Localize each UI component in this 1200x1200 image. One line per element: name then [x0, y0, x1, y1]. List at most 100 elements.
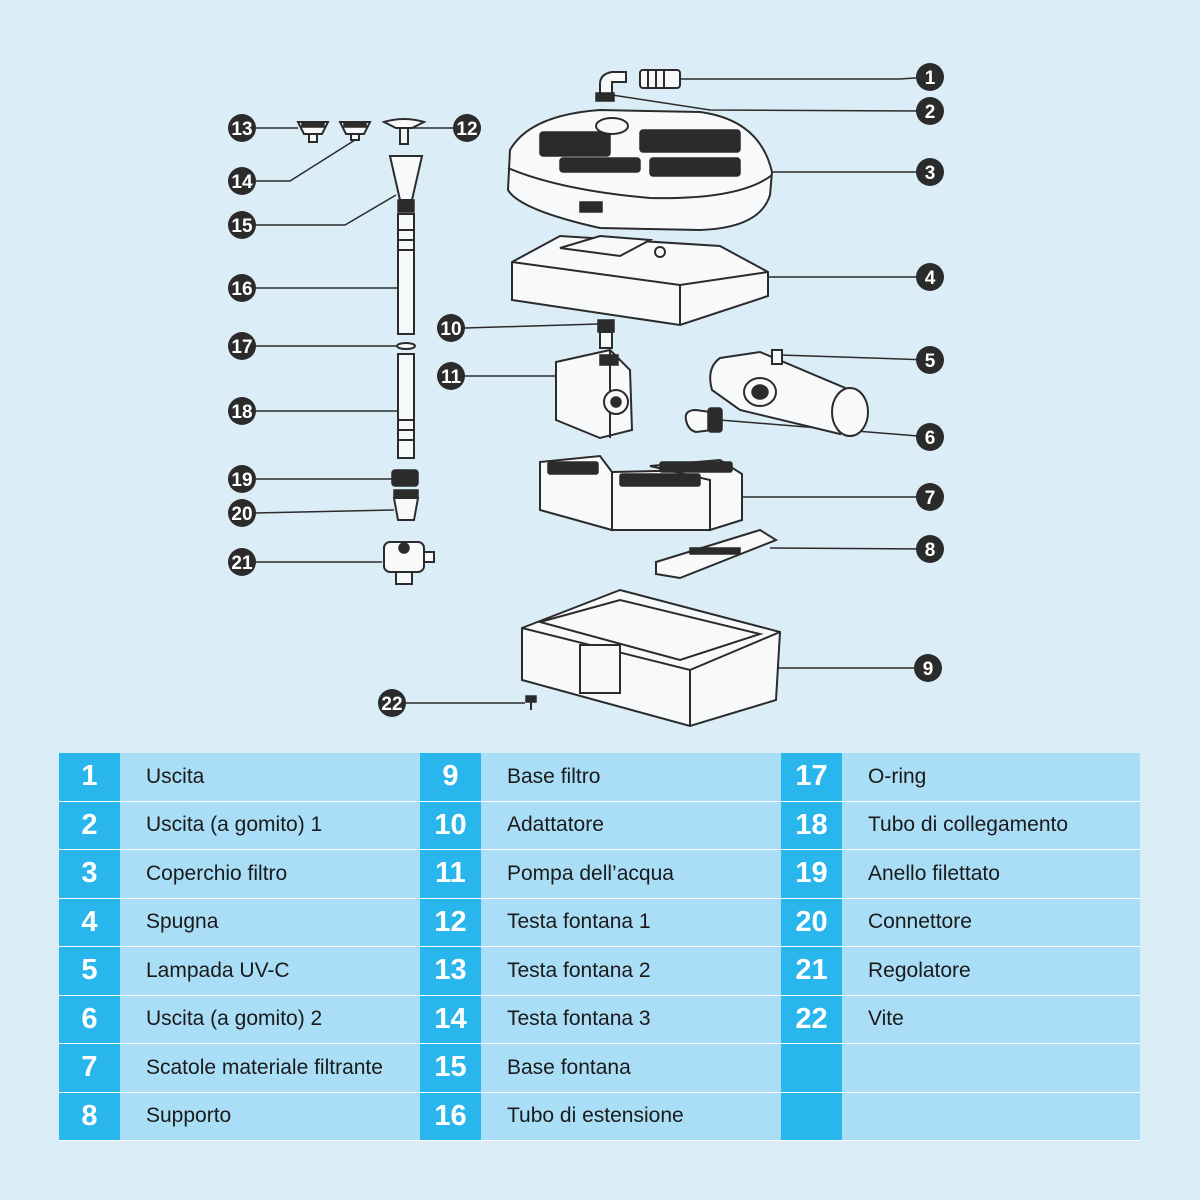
elbow-outlet-2-part — [684, 407, 723, 434]
svg-text:16: 16 — [231, 279, 252, 300]
legend-number: 4 — [59, 898, 120, 947]
legend-label: Testa fontana 2 — [481, 947, 781, 996]
legend-number: 15 — [420, 1044, 481, 1093]
svg-text:17: 17 — [231, 337, 252, 358]
callout-10: 10 — [437, 314, 465, 342]
legend-label: Tubo di estensione — [481, 1092, 781, 1141]
fountain-head-1-part — [381, 118, 427, 145]
legend-label: Pompa dell’acqua — [481, 850, 781, 899]
svg-text:10: 10 — [440, 319, 461, 340]
fountain-base-part — [388, 155, 424, 213]
svg-text:1: 1 — [925, 68, 936, 89]
svg-text:19: 19 — [231, 470, 252, 491]
callout-9: 9 — [914, 654, 942, 682]
callout-6: 6 — [916, 423, 944, 451]
leader-1 — [680, 76, 931, 80]
leader-14 — [255, 139, 356, 182]
uvc-lamp-part — [709, 349, 869, 437]
svg-text:6: 6 — [925, 428, 936, 449]
svg-text:14: 14 — [231, 172, 253, 193]
legend-label: Testa fontana 3 — [481, 995, 781, 1044]
legend-number: 22 — [781, 995, 842, 1044]
legend-label: Scatole materiale filtrante — [120, 1044, 420, 1093]
water-pump-part — [555, 348, 634, 440]
callout-15: 15 — [228, 211, 256, 239]
svg-text:21: 21 — [231, 553, 253, 574]
legend-label-empty — [842, 1092, 1140, 1141]
legend-label: Spugna — [120, 898, 420, 947]
callout-3: 3 — [916, 158, 944, 186]
legend-number: 21 — [781, 947, 842, 996]
legend-number: 12 — [420, 898, 481, 947]
legend-label: Regolatore — [842, 947, 1140, 996]
connector-part — [392, 489, 420, 521]
filter-cover-part — [506, 108, 774, 232]
legend-label: Vite — [842, 995, 1140, 1044]
fountain-head-3-part — [338, 121, 372, 141]
adapter-part — [597, 319, 615, 349]
legend-number: 3 — [59, 850, 120, 899]
svg-text:12: 12 — [456, 119, 477, 140]
callout-13: 13 — [228, 114, 256, 142]
legend-number: 19 — [781, 850, 842, 899]
legend-label: Uscita — [120, 753, 420, 802]
legend-number: 20 — [781, 898, 842, 947]
legend-number-empty — [781, 1092, 842, 1141]
screw-part — [525, 695, 537, 710]
legend-label: Lampada UV-C — [120, 947, 420, 996]
filter-media-boxes-part — [539, 454, 743, 532]
legend-number: 6 — [59, 995, 120, 1044]
svg-text:15: 15 — [231, 216, 253, 237]
legend-number: 11 — [420, 850, 481, 899]
extension-tube-part — [397, 213, 415, 335]
callout-19: 19 — [228, 465, 256, 493]
callout-7: 7 — [916, 483, 944, 511]
callout-5: 5 — [916, 346, 944, 374]
svg-text:22: 22 — [381, 694, 402, 715]
legend-label: Coperchio filtro — [120, 850, 420, 899]
regulator-part — [383, 541, 435, 585]
parts-legend-table: 1 Uscita 9 Base filtro 17 O-ring 2 Uscit… — [59, 753, 1140, 1141]
legend-number: 17 — [781, 753, 842, 802]
sponge-part — [511, 234, 769, 327]
legend-number: 14 — [420, 995, 481, 1044]
elbow-outlet-part — [595, 71, 627, 102]
callout-1: 1 — [916, 63, 944, 91]
callout-14: 14 — [228, 167, 256, 195]
legend-label: Supporto — [120, 1092, 420, 1141]
support-part — [655, 528, 779, 580]
legend-label: Uscita (a gomito) 1 — [120, 801, 420, 850]
svg-text:5: 5 — [925, 351, 936, 372]
legend-number: 2 — [59, 801, 120, 850]
callout-2: 2 — [916, 97, 944, 125]
exploded-view-diagram: 1 2 3 4 5 6 7 8 9 10 11 12 13 14 15 16 1… — [228, 63, 944, 728]
legend-label: Uscita (a gomito) 2 — [120, 995, 420, 1044]
leader-15 — [255, 194, 397, 226]
legend-label: Connettore — [842, 898, 1140, 947]
callout-8: 8 — [916, 535, 944, 563]
callout-4: 4 — [916, 263, 944, 291]
leader-10 — [464, 323, 599, 329]
connection-tube-part — [397, 353, 415, 459]
leader-5 — [779, 354, 931, 361]
outlet-part — [639, 69, 681, 89]
svg-text:4: 4 — [925, 268, 936, 289]
legend-label: Base filtro — [481, 753, 781, 802]
parts — [296, 69, 869, 728]
callout-22: 22 — [378, 689, 406, 717]
threaded-ring-part — [391, 469, 419, 487]
o-ring-part — [396, 342, 416, 350]
legend-number: 9 — [420, 753, 481, 802]
svg-text:8: 8 — [925, 540, 936, 561]
legend-label: Tubo di collegamento — [842, 801, 1140, 850]
callout-11: 11 — [437, 362, 465, 390]
legend-number: 16 — [420, 1092, 481, 1141]
svg-text:9: 9 — [923, 659, 934, 680]
svg-text:20: 20 — [231, 504, 252, 525]
fountain-head-2-part — [296, 121, 330, 143]
callout-16: 16 — [228, 274, 256, 302]
legend-number: 1 — [59, 753, 120, 802]
filter-base-part — [521, 588, 782, 728]
leader-2 — [611, 94, 931, 112]
legend-label: Anello filettato — [842, 850, 1140, 899]
